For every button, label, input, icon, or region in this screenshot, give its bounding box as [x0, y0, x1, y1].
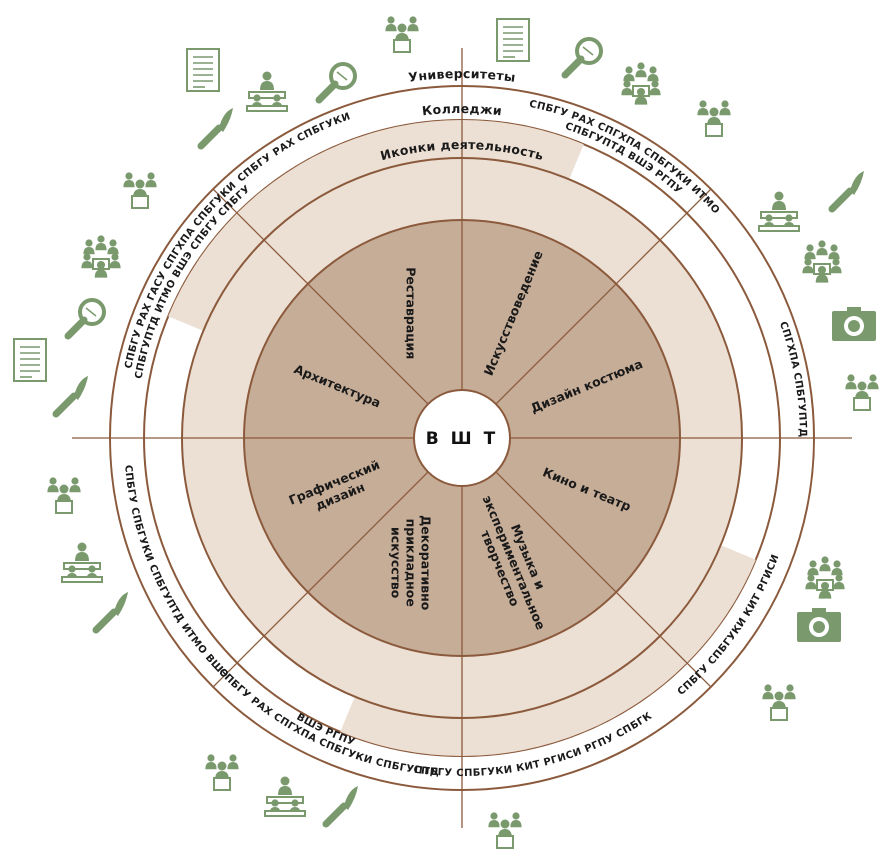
paintbrush-icon — [828, 171, 864, 213]
paintbrush-icon — [197, 108, 233, 150]
document-icon — [186, 48, 220, 92]
presenter-icon — [488, 812, 522, 849]
diagonal-spoke — [212, 471, 429, 688]
magnifier-icon — [561, 37, 603, 79]
sector-label-line: Декоративно — [418, 515, 433, 611]
presenter-icon — [123, 172, 157, 209]
team-icon — [81, 235, 121, 278]
magnifier-icon — [315, 62, 357, 104]
sector-label-0: Реставрация — [403, 267, 418, 359]
diagonal-spoke — [495, 471, 712, 688]
camera-icon — [797, 608, 841, 642]
magnifier-icon — [64, 298, 106, 340]
presenter-icon — [385, 16, 419, 53]
presenter-icon — [205, 754, 239, 791]
document-icon — [13, 338, 47, 382]
presenter-icon — [697, 100, 731, 137]
colleges-ring-title: Колледжи — [421, 101, 503, 118]
sector-label-line: Реставрация — [403, 267, 418, 359]
meeting-icon — [758, 191, 800, 232]
team-icon — [621, 62, 661, 105]
camera-icon — [832, 307, 876, 341]
document-icon — [496, 18, 530, 62]
universities-ring-title: Университеты — [407, 66, 516, 85]
team-icon — [802, 240, 842, 283]
shaded-wedge — [168, 120, 584, 331]
sector-label-line: искусство — [388, 527, 403, 599]
paintbrush-icon — [322, 786, 358, 828]
paintbrush-icon — [52, 376, 88, 418]
center-circle — [413, 389, 511, 487]
paintbrush-icon — [92, 592, 128, 634]
team-icon — [805, 556, 845, 599]
sector-label-line: прикладное — [403, 519, 418, 607]
presenter-icon — [845, 374, 879, 411]
meeting-icon — [246, 71, 288, 112]
meeting-icon — [61, 542, 103, 583]
shaded-wedge — [340, 545, 756, 756]
meeting-icon — [264, 776, 306, 817]
presenter-icon — [47, 477, 81, 514]
center-label: В Ш Т — [426, 429, 498, 449]
diagonal-spoke — [495, 188, 712, 405]
diagonal-spoke — [212, 188, 429, 405]
presenter-icon — [762, 684, 796, 721]
